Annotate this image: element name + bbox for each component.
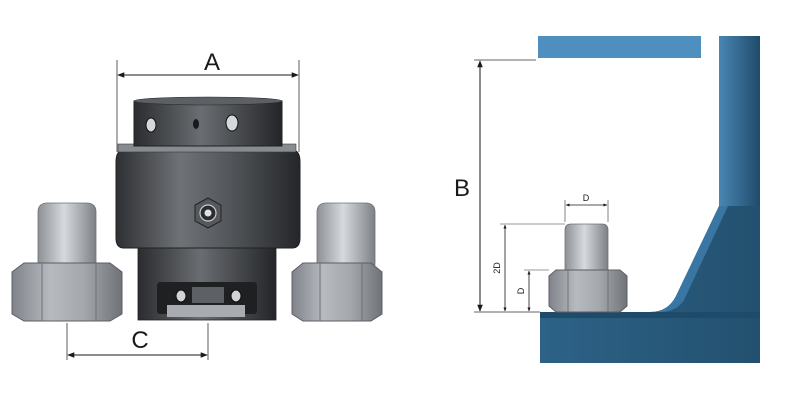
top-ring xyxy=(133,96,283,147)
dimension-2d: 2D xyxy=(492,223,565,312)
left-assembly-view: A xyxy=(11,49,383,360)
hydraulic-coupler-icon xyxy=(194,197,222,229)
dimension-d-side-label: D xyxy=(516,287,526,294)
dimension-d-width: D xyxy=(564,193,609,222)
dimension-b-label: B xyxy=(454,175,470,202)
dimension-c-label: C xyxy=(131,327,148,354)
dimension-c: C xyxy=(66,323,209,360)
dimension-a: A xyxy=(116,49,300,152)
dimension-d-height: D xyxy=(516,269,549,312)
left-stud-nut xyxy=(11,202,123,322)
plate-stud-nut xyxy=(548,223,628,313)
dimension-a-label: A xyxy=(204,49,220,76)
steel-structure xyxy=(540,36,760,363)
dimension-d-top-label: D xyxy=(583,193,590,203)
top-clearance-plate xyxy=(538,36,701,58)
right-stud-nut xyxy=(291,202,383,322)
base-cylinder xyxy=(137,244,277,321)
main-body xyxy=(115,143,301,249)
right-clearance-view: B D 2D D xyxy=(454,36,760,363)
dimension-2d-label: 2D xyxy=(492,262,502,274)
dimension-b: B xyxy=(454,59,540,313)
